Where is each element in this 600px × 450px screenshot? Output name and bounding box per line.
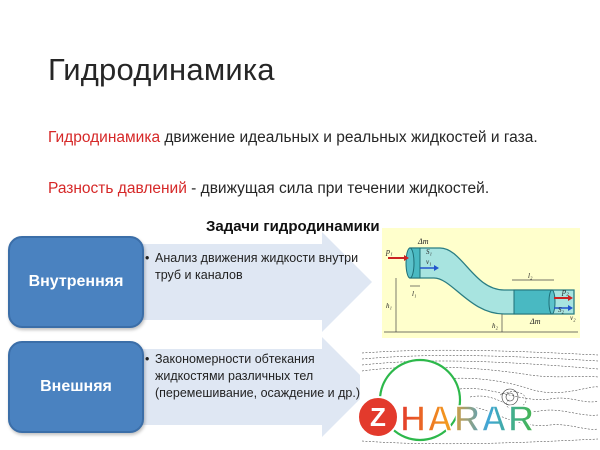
label-dm-left: Δm [417, 237, 429, 246]
bullet-dot-icon: • [145, 251, 150, 265]
box-external: Внешняя [8, 341, 144, 433]
box-external-label: Внешняя [40, 378, 112, 395]
bullet-external-text: Закономерности обтекания жидкостями разл… [155, 352, 360, 400]
bullet-external: • Закономерности обтекания жидкостями ра… [145, 351, 360, 402]
logo-z-icon: Z [370, 402, 386, 432]
label-l1: l₁ [412, 290, 416, 298]
bullet-internal-text: Анализ движения жидкости внутри труб и к… [155, 251, 359, 282]
definition-text-2: - движущая сила при течении жидкостей. [186, 180, 490, 197]
bullet-internal: • Анализ движения жидкости внутри труб и… [145, 250, 360, 284]
label-l2: l₂ [528, 272, 533, 280]
pipe-flow-diagram: Δm Δm p₁ p₂ v₁ v₂ l₁ l₂ h₁ h₂ S₁ S₂ [382, 228, 580, 338]
flow-around-body-diagram [360, 345, 600, 450]
label-p2: p₂ [561, 287, 569, 296]
box-internal-label: Внутренняя [28, 273, 124, 290]
term-hydrodynamics: Гидродинамика [48, 129, 161, 146]
section-subtitle: Задачи гидродинамики [206, 218, 380, 235]
zharar-logo: Z HARAR [357, 396, 535, 440]
arrow-external [122, 337, 372, 437]
definition-hydrodynamics: Гидродинамика движение идеальных и реаль… [48, 127, 568, 148]
term-pressure-difference: Разность давлений [48, 180, 187, 197]
slide-title: Гидродинамика [48, 52, 275, 87]
label-h1: h₁ [386, 302, 392, 310]
label-s1: S₁ [426, 248, 432, 256]
label-s2: S₂ [558, 306, 565, 314]
definition-text: движение идеальных и реальных жидкостей … [160, 129, 538, 146]
bullet-dot-icon: • [145, 352, 150, 366]
label-v1: v₁ [426, 258, 432, 266]
definition-pressure-difference: Разность давлений - движущая сила при те… [48, 178, 588, 199]
arrow-internal [122, 232, 372, 332]
logo-text: HARAR [400, 398, 535, 439]
label-p1: p₁ [385, 247, 393, 256]
label-h2: h₂ [492, 322, 499, 330]
box-internal: Внутренняя [8, 236, 144, 328]
label-v2: v₂ [570, 314, 576, 322]
label-dm-right: Δm [529, 317, 541, 326]
